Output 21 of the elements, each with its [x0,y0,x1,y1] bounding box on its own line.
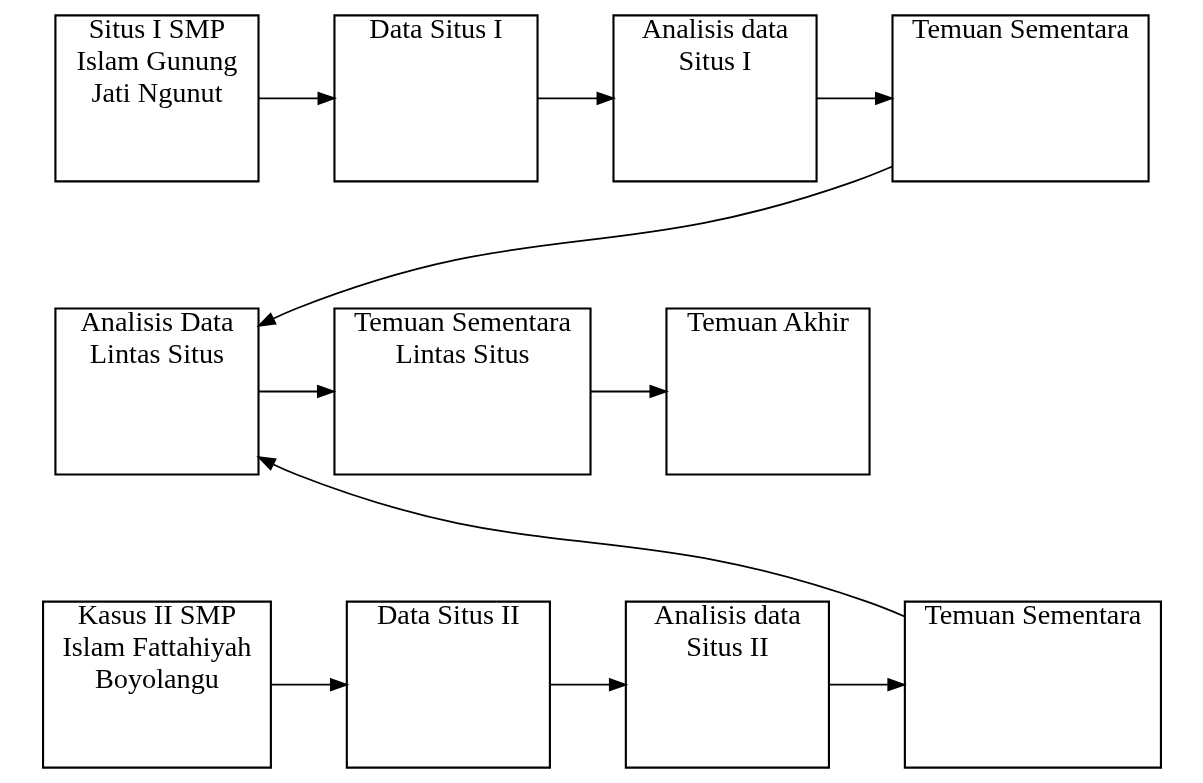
node-box: Temuan Sementara [890,14,1150,183]
node-box: Temuan Akhir [664,307,871,476]
arrow [536,91,616,106]
node-box: Analisis data Situs II [624,600,830,769]
arrow [255,165,893,327]
node-box: Analisis data Situs I [611,14,818,183]
node-box: Kasus II SMP Islam Fattahiyah Boyolangu [41,600,272,769]
node-box: Data Situs I [332,14,539,183]
arrow [270,677,349,692]
node-box: Temuan Sementara [903,600,1162,769]
node-box: Situs I SMP Islam Gunung Jati Ngunut [53,14,260,183]
arrow [548,677,628,692]
arrow [257,384,336,399]
arrow [255,456,905,618]
arrow [257,91,337,106]
arrow [815,91,894,106]
node-box: Analisis Data Lintas Situs [53,307,260,476]
arrow [828,677,907,692]
node-box: Data Situs II [345,600,551,769]
node-box: Temuan Sementara Lintas Situs [332,307,592,476]
arrow [589,384,669,399]
